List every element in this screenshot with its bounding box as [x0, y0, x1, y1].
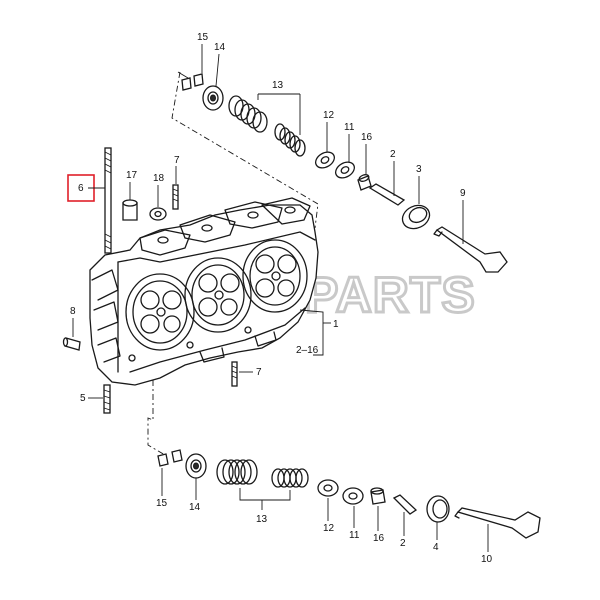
callout-14-top[interactable]: 14: [214, 42, 226, 53]
callout-2-16[interactable]: 2–16: [296, 345, 319, 356]
valve-seat-ring-bottom[interactable]: [426, 495, 450, 523]
callout-12-top[interactable]: 12: [323, 110, 335, 121]
valve-guide-bottom[interactable]: [392, 494, 418, 515]
callout-16-top[interactable]: 16: [361, 132, 373, 143]
valve-guide-top[interactable]: [368, 183, 406, 206]
stud-bottom[interactable]: [103, 384, 111, 414]
valve-stem-seal-bottom[interactable]: [370, 487, 386, 505]
watermark-text: PARTS: [305, 267, 476, 323]
spring-seat-bottom[interactable]: [317, 479, 339, 497]
valve-springs-bottom[interactable]: [216, 459, 309, 488]
cylinder-head[interactable]: [89, 197, 319, 386]
callout-1[interactable]: 1: [333, 319, 339, 330]
callout-11-top[interactable]: 11: [344, 122, 355, 133]
callout-5[interactable]: 5: [80, 393, 86, 404]
valve-top[interactable]: [433, 226, 508, 273]
stud-lower[interactable]: [231, 361, 238, 387]
callout-4[interactable]: 4: [433, 542, 439, 553]
valve-keepers-top[interactable]: [181, 73, 204, 91]
callout-12-bottom[interactable]: 12: [323, 523, 335, 534]
callout-13-top[interactable]: 13: [272, 80, 284, 91]
callout-18[interactable]: 18: [153, 173, 165, 184]
seal-washer-bottom[interactable]: [342, 487, 364, 505]
spring-seat-top[interactable]: [313, 149, 337, 171]
callout-3[interactable]: 3: [416, 164, 422, 175]
callout-13-bottom[interactable]: 13: [256, 514, 268, 525]
callout-7-lower[interactable]: 7: [256, 367, 262, 378]
valve-bottom[interactable]: [454, 507, 541, 539]
stud-long[interactable]: [104, 147, 112, 254]
seal-washer-top[interactable]: [333, 159, 357, 181]
dowel-pin[interactable]: [62, 337, 81, 351]
callout-16-bottom[interactable]: 16: [373, 533, 385, 544]
valve-keepers-bottom[interactable]: [157, 449, 183, 467]
callout-10[interactable]: 10: [481, 554, 493, 565]
callout-14-bottom[interactable]: 14: [189, 502, 201, 513]
valve-stem-seal-top[interactable]: [357, 173, 372, 191]
sleeve[interactable]: [122, 199, 138, 221]
spring-retainer-top[interactable]: [202, 85, 224, 111]
callout-11-bottom[interactable]: 11: [349, 530, 360, 541]
callout-6[interactable]: 6: [78, 183, 84, 194]
callout-15-top[interactable]: 15: [197, 32, 209, 43]
callout-17[interactable]: 17: [126, 170, 138, 181]
callout-15-bottom[interactable]: 15: [156, 498, 168, 509]
callout-8[interactable]: 8: [70, 306, 76, 317]
callout-2-bottom[interactable]: 2: [400, 538, 406, 549]
bracket-head-assembly: [299, 309, 331, 356]
valve-springs-top[interactable]: [228, 95, 306, 157]
stud-upper[interactable]: [172, 184, 179, 210]
callout-2-top[interactable]: 2: [390, 149, 396, 160]
callout-7-upper[interactable]: 7: [174, 155, 180, 166]
washer-small[interactable]: [149, 207, 167, 221]
spring-retainer-bottom[interactable]: [185, 453, 207, 479]
valve-seat-ring-top[interactable]: [399, 201, 434, 233]
assembly-axis-lines: [147, 71, 319, 456]
callout-9[interactable]: 9: [460, 188, 466, 199]
